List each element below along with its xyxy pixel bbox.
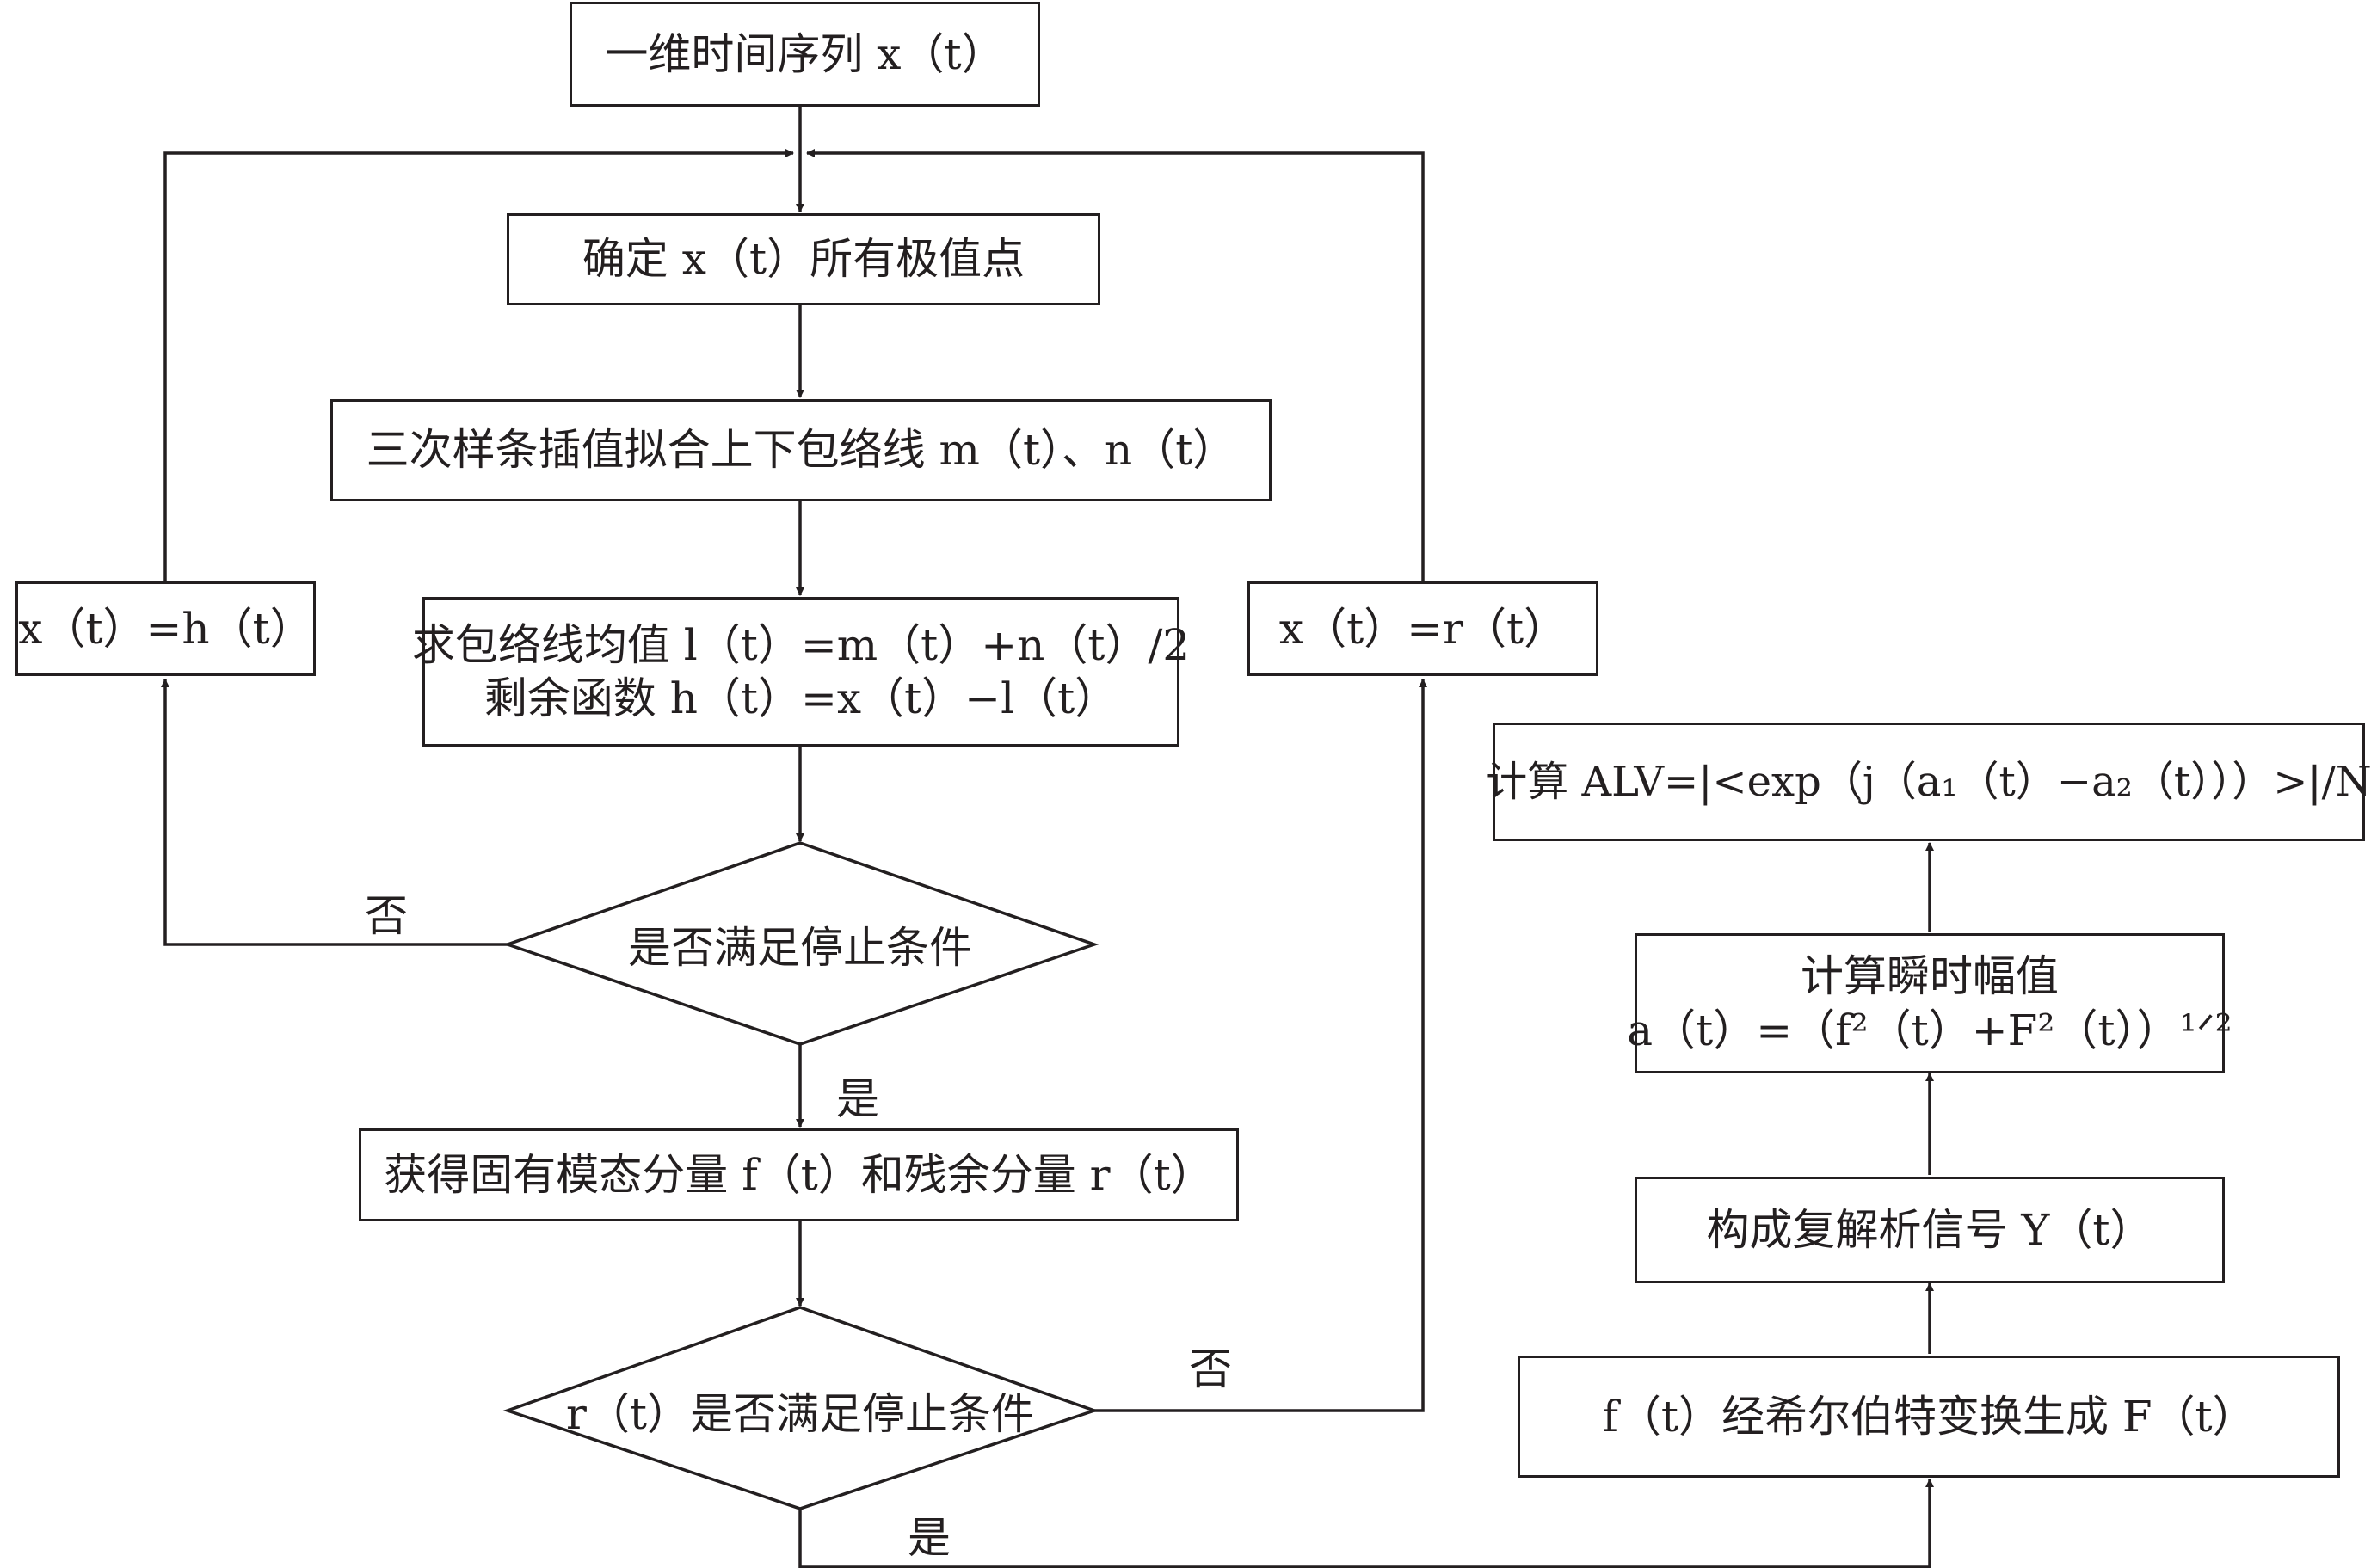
assign-h-box: x（t）=h（t） bbox=[15, 581, 316, 676]
instant-amp-title: 计算瞬时幅值 bbox=[1801, 951, 2059, 1001]
hilbert-box: f（t）经希尔伯特变换生成 F（t） bbox=[1518, 1356, 2340, 1478]
find-extrema-box: 确定 x（t）所有极值点 bbox=[507, 213, 1100, 305]
decision-stop-label: 是否满足停止条件 bbox=[628, 923, 972, 973]
line-assign-r-to-top bbox=[806, 149, 1425, 581]
find-extrema-text: 确定 x（t）所有极值点 bbox=[582, 234, 1025, 285]
assign-r-text: x（t）=r（t） bbox=[1278, 603, 1567, 654]
assign-r-box: x（t）=r（t） bbox=[1247, 581, 1598, 676]
hilbert-text: f（t）经希尔伯特变换生成 F（t） bbox=[1602, 1391, 2256, 1442]
spline-envelope-box: 三次样条插值拟合上下包络线 m（t）、n（t） bbox=[330, 399, 1272, 501]
alv-text: 计算 ALV=|<exp（j（a₁（t）−a₂（t）））>|/N bbox=[1486, 758, 2371, 806]
line-decision-no-left bbox=[161, 679, 508, 946]
decision-r-stop-diamond bbox=[502, 1306, 1099, 1510]
decision-r-stop-label: r（t）是否满足停止条件 bbox=[566, 1389, 1034, 1439]
line-decision-r-no-right bbox=[1094, 679, 1427, 1412]
label-no-right: 否 bbox=[1189, 1344, 1232, 1394]
start-box: 一维时间序列 x（t） bbox=[570, 2, 1040, 107]
instant-amp-formula: a（t）=（f²（t）+F²（t））¹ᐟ² bbox=[1627, 1005, 2232, 1055]
analytic-signal-text: 构成复解析信号 Y（t） bbox=[1706, 1204, 2153, 1255]
line-assign-h-to-top bbox=[163, 149, 794, 581]
imf-residual-text: 获得固有模态分量 f（t）和残余分量 r（t） bbox=[384, 1149, 1214, 1200]
label-yes-decision-r: 是 bbox=[908, 1513, 951, 1563]
envelope-mean-box: 求包络线均值 l（t）=m（t）+n（t）/2 剩余函数 h（t）=x（t）−l… bbox=[412, 597, 1190, 747]
decision-stop-diamond bbox=[502, 841, 1099, 1046]
alv-box: 计算 ALV=|<exp（j（a₁（t）−a₂（t）））>|/N bbox=[1486, 723, 2371, 841]
residual-func-text: 剩余函数 h（t）=x（t）−l（t） bbox=[483, 673, 1118, 723]
label-no-left: 否 bbox=[365, 891, 408, 941]
imf-residual-box: 获得固有模态分量 f（t）和残余分量 r（t） bbox=[359, 1128, 1239, 1221]
envelope-mean-text: 求包络线均值 l（t）=m（t）+n（t）/2 bbox=[411, 619, 1191, 670]
analytic-signal-box: 构成复解析信号 Y（t） bbox=[1635, 1177, 2225, 1283]
line-decision-r-yes bbox=[798, 1479, 1934, 1568]
spline-envelope-text: 三次样条插值拟合上下包络线 m（t）、n（t） bbox=[366, 425, 1236, 476]
instant-amp-box: 计算瞬时幅值 a（t）=（f²（t）+F²（t））¹ᐟ² bbox=[1627, 933, 2232, 1073]
start-text: 一维时间序列 x（t） bbox=[605, 28, 1005, 79]
assign-h-text: x（t）=h（t） bbox=[18, 603, 313, 654]
label-yes-decision: 是 bbox=[836, 1074, 879, 1124]
